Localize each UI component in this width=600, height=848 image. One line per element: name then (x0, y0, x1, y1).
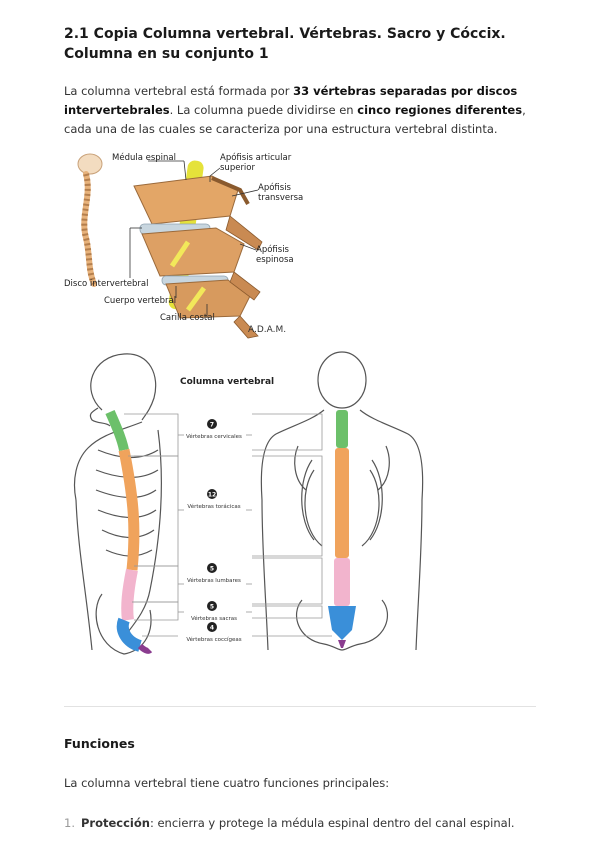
region-label: Vértebras cervicales (186, 433, 242, 440)
diagram-title: Columna vertebral (180, 377, 274, 387)
region-count: 4 (210, 625, 214, 632)
label-medula: Médula espinal (112, 152, 176, 163)
section-intro: La columna vertebral tiene cuatro funcio… (64, 776, 390, 790)
page-title: 2.1 Copia Columna vertebral. Vértebras. … (64, 26, 506, 62)
label-disco: Disco intervertebral (64, 279, 149, 289)
section-heading: Funciones (64, 736, 135, 751)
functions-list: 1. Protección: encierra y protege la médu… (64, 816, 515, 830)
region-label: Vértebras lumbares (187, 577, 241, 584)
label-apofisis-espinosa: Apófisis (256, 244, 290, 255)
intro-bold-2: cinco regiones diferentes (357, 103, 523, 117)
label-apofisis-articular-2: superior (220, 163, 255, 173)
region-label: Vértebras sacras (191, 615, 237, 622)
back-view-body (260, 351, 424, 651)
side-spine (105, 409, 153, 654)
region-count: 5 (210, 604, 214, 611)
adam-credit: A.D.A.M. (248, 325, 286, 335)
region-label: Vértebras torácicas (187, 503, 240, 510)
region-count: 7 (210, 422, 214, 429)
region-count: 5 (210, 566, 214, 573)
vertebra-illustration: Médula espinal Apófisis articular superi… (64, 152, 303, 339)
list-item: 1. Protección: encierra y protege la médu… (64, 816, 515, 830)
intro-paragraph: La columna vertebral está formada por 33… (64, 82, 542, 139)
region-count: 12 (208, 492, 216, 499)
intro-text-2: . La columna puede dividirse en (169, 103, 358, 117)
mini-spine-icon (77, 153, 103, 287)
intro-text-3: , cada una de las cuales se caracteriza … (64, 103, 526, 136)
label-apofisis-articular: Apófisis articular (220, 152, 292, 163)
list-number: 1. (64, 816, 75, 830)
label-apofisis-transversa-2: transversa (258, 193, 303, 203)
region-connectors (124, 413, 332, 637)
intro-text-1: La columna vertebral está formada por (64, 84, 294, 98)
list-item-text: : encierra y protege la médula espinal d… (149, 816, 515, 830)
side-view-body (73, 353, 162, 655)
list-item-title: Protección (80, 816, 150, 830)
vertebrae-stack (133, 175, 263, 339)
section-divider (64, 706, 536, 707)
label-carilla: Carilla costal (160, 313, 215, 323)
label-apofisis-transversa: Apófisis (258, 182, 292, 193)
region-label: Vértebras coccígeas (186, 636, 241, 643)
back-spine (328, 410, 356, 648)
spine-regions-diagram: Columna vertebral 7 Vértebras cervicales… (73, 351, 424, 655)
label-apofisis-espinosa-2: espinosa (256, 255, 294, 265)
intro-bold-1: 33 vértebras separadas por discos interv… (64, 84, 518, 117)
label-cuerpo: Cuerpo vertebral (104, 296, 176, 306)
